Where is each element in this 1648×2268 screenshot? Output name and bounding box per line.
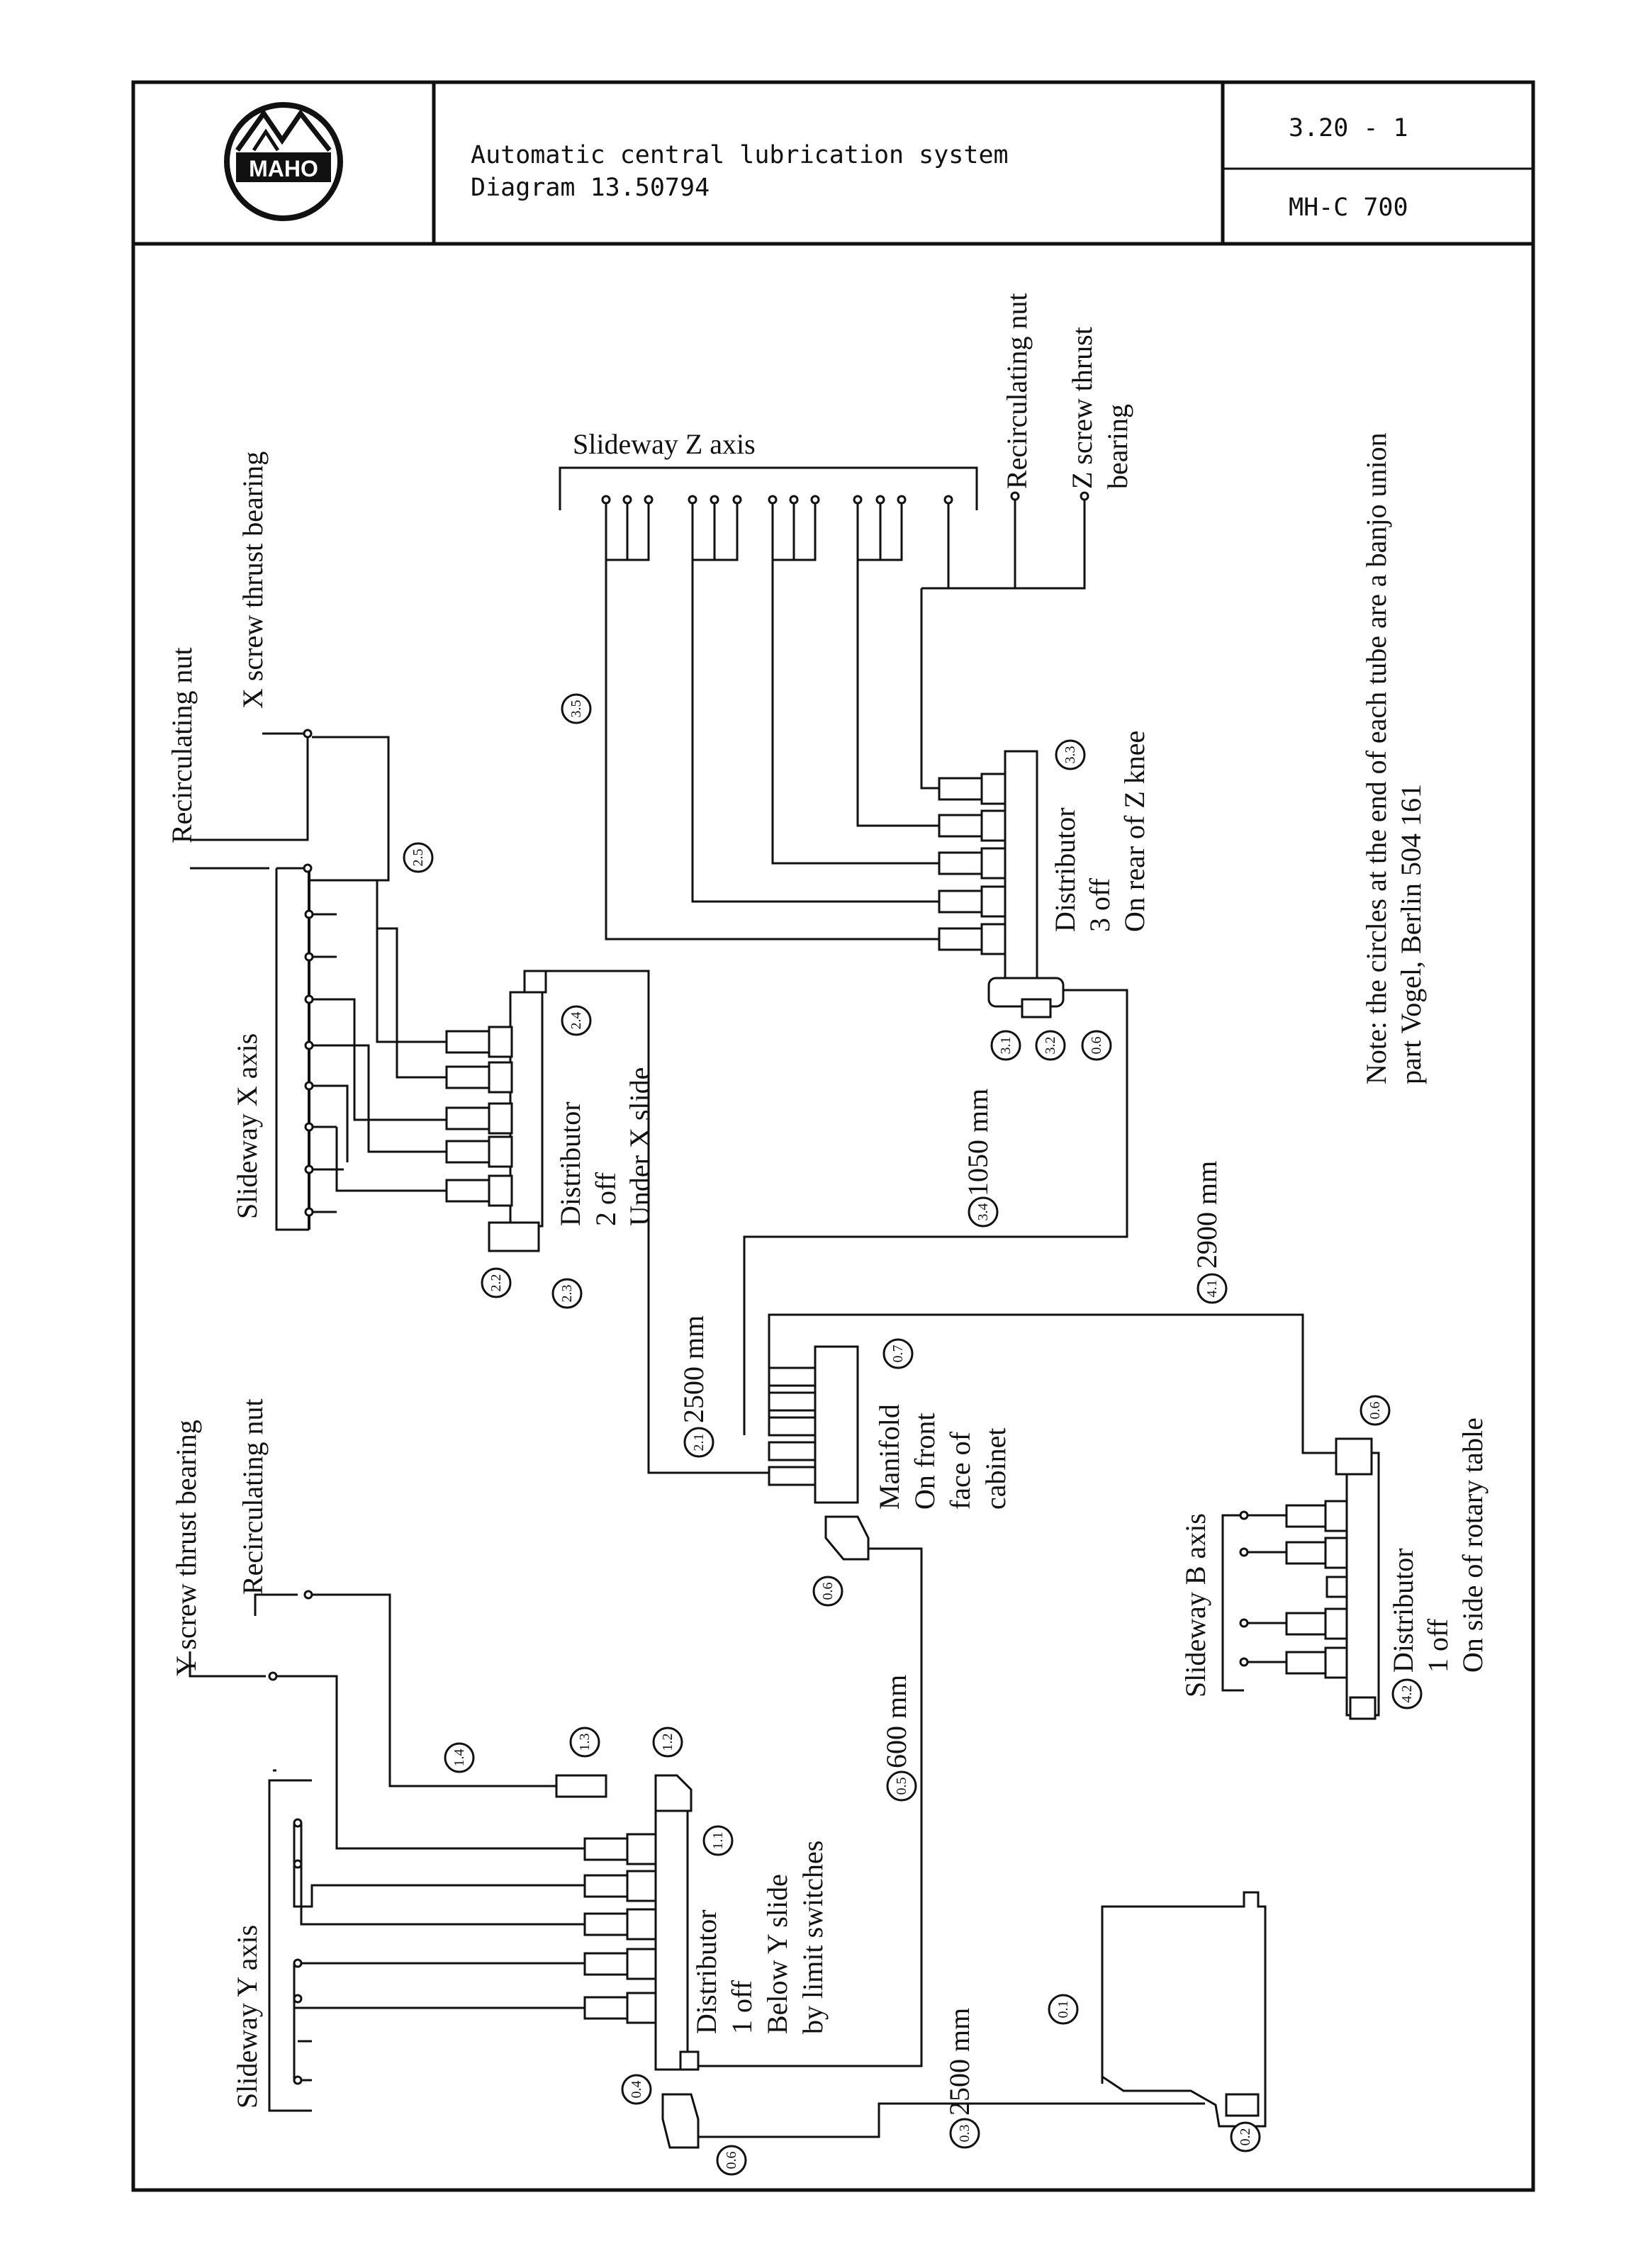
ref-2-2: 2.2	[488, 1274, 504, 1292]
label-y-thrust: Y screw thrust bearing	[170, 1420, 202, 1676]
label-len-2900: 2900 mm	[1191, 1161, 1223, 1269]
lubrication-pump-icon	[1101, 1891, 1267, 2128]
diagram-labels: Slideway Z axis Recirculating nut Z scre…	[166, 293, 1489, 2116]
label-dist-b-2: 1 off	[1422, 1618, 1454, 1673]
ref-0-6-z: 0.6	[1089, 1037, 1104, 1055]
page-reference: 3.20 - 1	[1289, 114, 1408, 142]
label-y-recirc-nut: Recirculating nut	[237, 1398, 269, 1595]
distributor-valve-icon	[445, 970, 547, 1252]
ref-1-3: 1.3	[577, 1734, 593, 1751]
label-len-600: 600 mm	[880, 1675, 912, 1768]
ref-3-2: 3.2	[1043, 1037, 1058, 1055]
label-dist-x-2: 2 off	[590, 1172, 622, 1226]
label-note-1: Note: the circles at the end of each tub…	[1360, 432, 1392, 1084]
maho-logo-icon: MAHO	[224, 102, 343, 221]
ref-2-5: 2.5	[410, 849, 426, 867]
reference-bubbles	[403, 693, 1423, 2176]
ref-3-4: 3.4	[975, 1203, 991, 1221]
label-note-2: part Vogel, Berlin 504 161	[1395, 784, 1427, 1084]
label-dist-b-1: Distributor	[1387, 1548, 1419, 1673]
ref-3-3: 3.3	[1063, 746, 1078, 764]
label-slideway-y: Slideway Y axis	[231, 1925, 263, 2109]
label-dist-x-1: Distributor	[554, 1101, 586, 1226]
ref-2-3: 2.3	[559, 1285, 575, 1303]
distributor-valve-icon	[555, 1774, 700, 2149]
title-line-1: Automatic central lubrication system	[471, 141, 1009, 169]
ref-3-1: 3.1	[998, 1037, 1014, 1055]
label-x-recirc-nut: Recirculating nut	[166, 647, 198, 843]
label-len-2500-y: 2500 mm	[943, 2008, 975, 2116]
label-dist-x-3: Under X slide	[624, 1067, 656, 1226]
label-manifold-1: Manifold	[873, 1404, 905, 1510]
title-block: MAHO Automatic central lubrication syste…	[131, 80, 1535, 246]
manifold-block	[768, 1345, 870, 1561]
banjo-union-icon	[268, 491, 1249, 2085]
distributor-valve-icon	[1285, 1437, 1380, 1720]
ref-4-2: 4.2	[1399, 1685, 1415, 1703]
label-dist-z-1: Distributor	[1049, 807, 1081, 932]
ref-0-4: 0.4	[629, 2081, 644, 2099]
diagram-border	[131, 242, 1535, 2192]
ref-0-6-manifold: 0.6	[820, 1583, 836, 1600]
label-dist-z-3: On rear of Z knee	[1119, 731, 1150, 932]
model-number: MH-C 700	[1289, 193, 1408, 222]
label-x-thrust: X screw thrust bearing	[237, 451, 269, 709]
label-len-1050: 1050 mm	[962, 1089, 994, 1196]
label-slideway-x: Slideway X axis	[231, 1033, 263, 1219]
ref-3-5: 3.5	[568, 700, 584, 718]
ref-2-1: 2.1	[691, 1434, 707, 1452]
ref-1-4: 1.4	[452, 1749, 467, 1767]
ref-0-6-b: 0.6	[1367, 1402, 1383, 1420]
label-dist-z-2: 3 off	[1084, 877, 1116, 932]
label-dist-y-1: Distributor	[690, 1909, 722, 2034]
pipe-network	[189, 466, 1343, 2138]
logo-text: MAHO	[249, 156, 318, 181]
label-manifold-4: cabinet	[980, 1428, 1011, 1510]
ref-4-1: 4.1	[1204, 1280, 1220, 1298]
label-manifold-3: face of	[944, 1431, 976, 1510]
label-dist-y-2: 1 off	[726, 1980, 758, 2034]
label-z-thrust-2: bearing	[1102, 404, 1133, 489]
reference-bubble-labels: 3.5 3.3 3.1 3.2 0.6 3.4 2.5 2.4 2.2 2.3 …	[410, 700, 1415, 2169]
label-len-2500-x: 2500 mm	[678, 1315, 710, 1423]
label-z-thrust-1: Z screw thrust	[1066, 327, 1098, 489]
title-line-2: Diagram 13.50794	[471, 174, 710, 202]
ref-0-6-y: 0.6	[724, 2152, 739, 2169]
label-dist-y-4: by limit switches	[797, 1841, 829, 2034]
ref-0-5: 0.5	[894, 1778, 909, 1795]
distributor-valve-icon	[938, 750, 1065, 1018]
ref-2-4: 2.4	[568, 1012, 584, 1030]
label-dist-y-3: Below Y slide	[761, 1874, 793, 2034]
ref-0-2: 0.2	[1238, 2128, 1253, 2146]
ref-0-3: 0.3	[957, 2125, 972, 2143]
label-slideway-b: Slideway B axis	[1179, 1513, 1211, 1697]
ref-0-1: 0.1	[1055, 2001, 1071, 2019]
label-dist-b-3: On side of rotary table	[1457, 1418, 1489, 1673]
label-manifold-2: On front	[909, 1413, 941, 1510]
ref-1-1: 1.1	[710, 1832, 726, 1850]
label-slideway-z: Slideway Z axis	[573, 428, 756, 460]
ref-1-2: 1.2	[660, 1734, 676, 1751]
label-z-recirc-nut: Recirculating nut	[1001, 293, 1033, 489]
ref-0-7: 0.7	[890, 1345, 906, 1363]
